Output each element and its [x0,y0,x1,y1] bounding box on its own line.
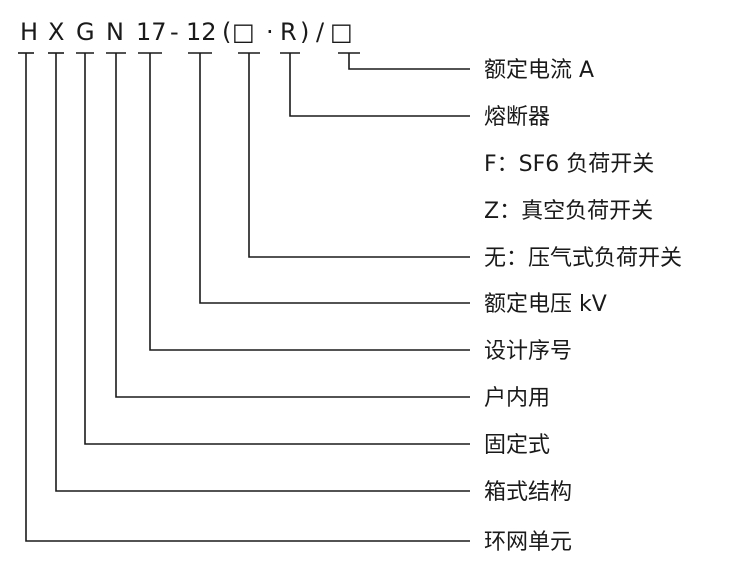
code-open-paren: ( [222,18,231,46]
code-char-h: H [20,18,38,46]
connector-design-number [149,53,470,351]
code-char-n: N [106,18,124,46]
label-fixed: 固定式 [484,433,550,458]
label-ring-main-unit: 环网单元 [484,530,572,555]
code-slash: / [316,18,325,46]
code-middle-dot: · [266,18,274,46]
connector-fixed [84,53,470,445]
code-rated-current-box: □ [330,18,353,46]
connector-switch-type [248,53,470,258]
code-char-x: X [48,18,64,46]
code-switch-type-box: □ [232,18,255,46]
label-vacuum-switch: Z：真空负荷开关 [484,199,653,224]
label-air-switch: 无：压气式负荷开关 [484,246,682,271]
connector-rated-voltage [199,53,470,304]
code-design-number: 17 [136,18,167,46]
label-indoor: 户内用 [484,386,550,411]
connector-fuse [289,53,470,117]
code-dash: - [170,18,179,46]
connector-lines [25,53,470,542]
label-sf6-switch: F：SF6 负荷开关 [484,152,654,177]
connector-box-structure [55,53,470,492]
label-fuse: 熔断器 [484,105,550,130]
code-rated-voltage: 12 [186,18,217,46]
label-design-number: 设计序号 [484,339,572,364]
connector-rated-current [348,53,470,70]
legend-labels: 额定电流 A 熔断器 F：SF6 负荷开关 Z：真空负荷开关 无：压气式负荷开关… [484,58,682,555]
connector-ring-main-unit [25,53,470,542]
code-close-paren: ) [300,18,309,46]
code-char-g: G [76,18,95,46]
label-rated-voltage: 额定电压 kV [484,292,607,317]
model-code: H X G N 17 - 12 ( □ · R ) / □ [20,18,353,46]
label-box-structure: 箱式结构 [484,480,572,505]
connector-indoor [115,53,470,398]
code-char-r: R [280,18,297,46]
label-rated-current: 额定电流 A [484,58,594,83]
